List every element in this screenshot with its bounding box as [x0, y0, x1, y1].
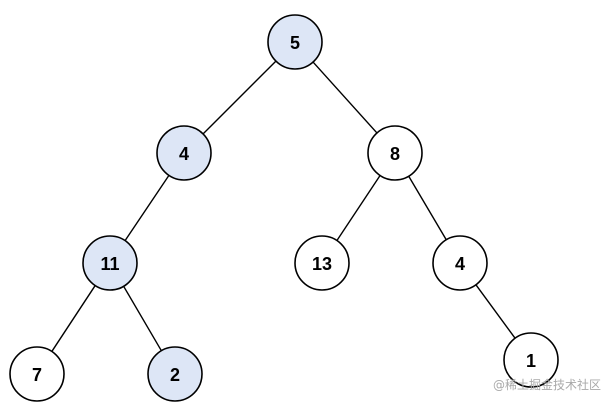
tree-edge-n8-n13	[336, 175, 381, 241]
tree-node-circle	[82, 235, 138, 291]
tree-node-n2: 2	[147, 346, 203, 402]
tree-node-label: 13	[312, 254, 332, 274]
tree-node-circle	[432, 235, 488, 291]
nodes-layer: 5 4 8 11 13 4 7 2 1	[9, 14, 559, 402]
tree-node-n4b: 4	[432, 235, 488, 291]
tree-edge-n8-n4b	[408, 175, 447, 241]
tree-node-n8: 8	[367, 125, 423, 181]
tree-node-n7: 7	[9, 346, 65, 402]
tree-edge-n4b-n1	[475, 284, 516, 339]
tree-node-label: 7	[32, 365, 42, 385]
tree-node-circle	[267, 14, 323, 70]
tree-node-label: 2	[170, 365, 180, 385]
tree-node-circle	[156, 125, 212, 181]
tree-node-label: 4	[179, 144, 189, 164]
tree-edge-n4a-n11	[124, 175, 170, 241]
tree-node-label: 5	[290, 33, 300, 53]
tree-node-circle	[367, 125, 423, 181]
tree-node-circle	[503, 332, 559, 388]
tree-node-circle	[9, 346, 65, 402]
tree-node-label: 4	[455, 254, 465, 274]
tree-node-n4a: 4	[156, 125, 212, 181]
tree-node-circle	[147, 346, 203, 402]
tree-node-n1: 1	[503, 332, 559, 388]
tree-node-n5: 5	[267, 14, 323, 70]
watermark-text: @稀土掘金技术社区	[492, 378, 601, 392]
tree-node-n11: 11	[82, 235, 138, 291]
tree-node-n13: 13	[294, 235, 350, 291]
tree-edge-n5-n4a	[202, 60, 277, 135]
edges-layer	[51, 60, 516, 352]
tree-edge-n11-n7	[51, 285, 96, 352]
tree-node-label: 11	[100, 254, 119, 274]
tree-edge-n5-n8	[312, 61, 378, 134]
tree-node-label: 1	[526, 351, 536, 371]
tree-node-circle	[294, 235, 350, 291]
tree-edge-n11-n2	[123, 285, 162, 352]
tree-node-label: 8	[390, 144, 400, 164]
